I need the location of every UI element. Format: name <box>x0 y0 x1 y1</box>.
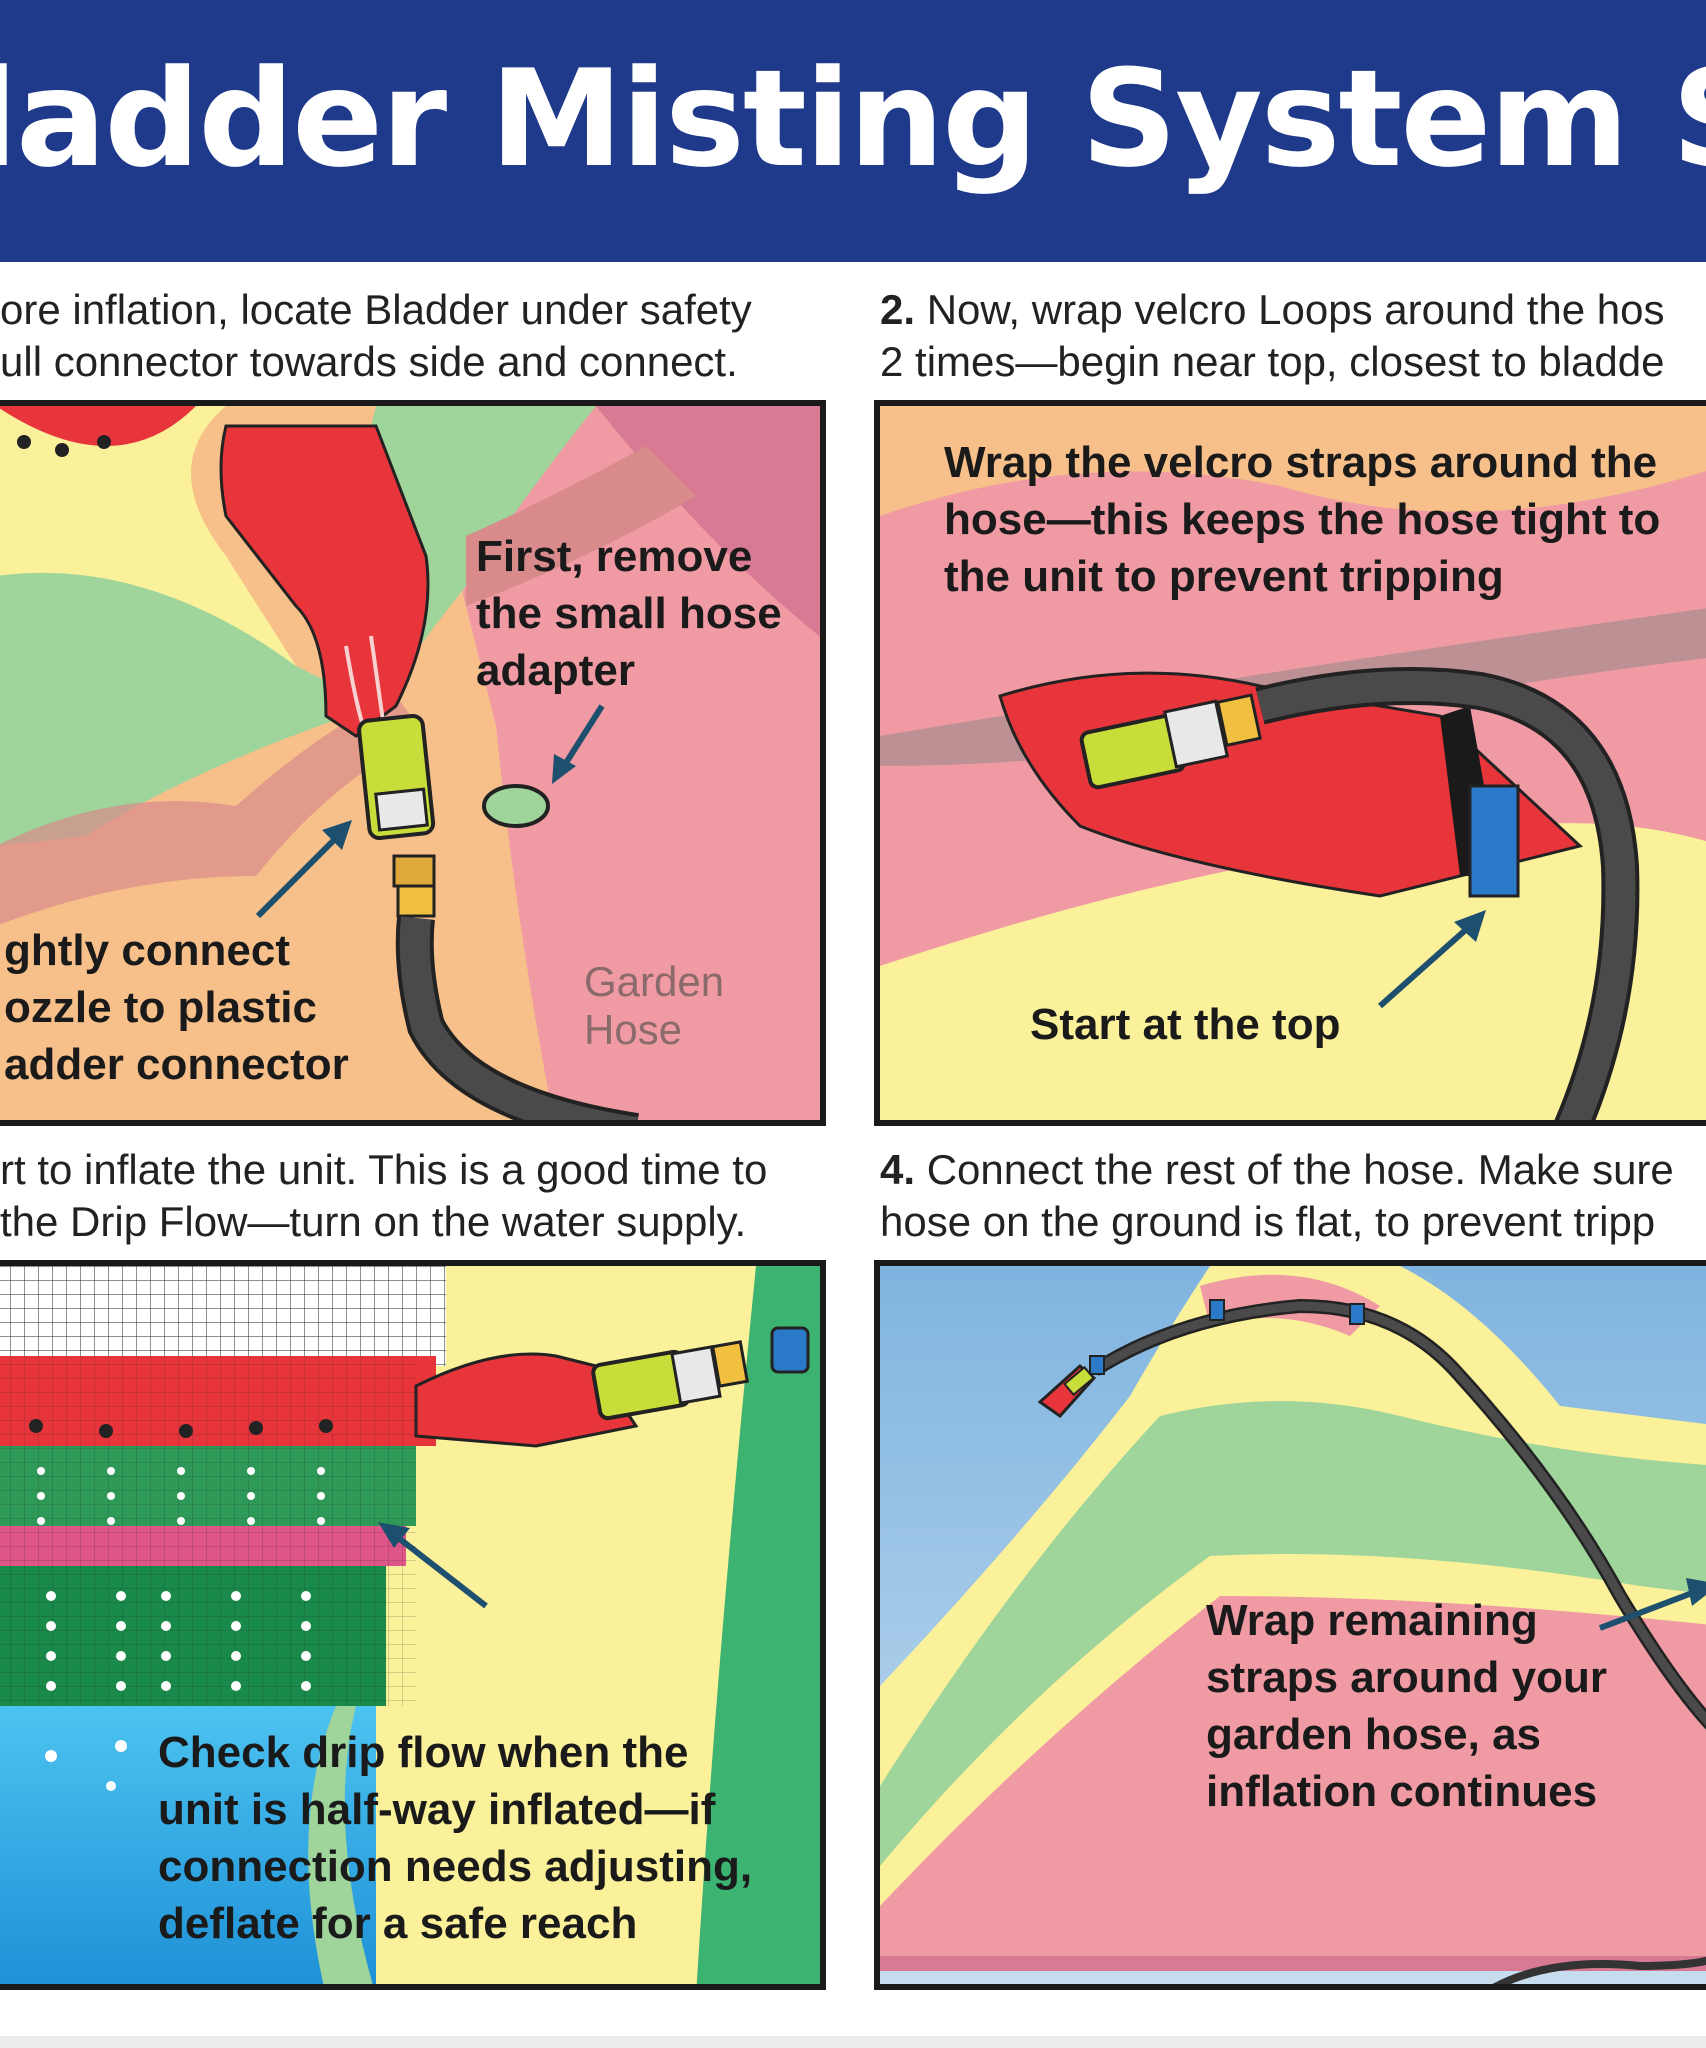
step2-number: 2. <box>880 286 916 333</box>
step4-caption-line1: 4. Connect the rest of the hose. Make su… <box>880 1144 1706 1196</box>
step3-caption-line2: the Drip Flow—turn on the water supply. <box>0 1198 747 1245</box>
step2-note-start-top: Start at the top <box>1030 1000 1341 1049</box>
step1-note-connect-line1: ghtly connect <box>4 926 291 975</box>
step1-note-remove-line3: adapter <box>476 646 635 695</box>
step3-note-line4: deflate for a safe reach <box>158 1899 638 1948</box>
step2-note-line3: the unit to prevent tripping <box>944 552 1504 601</box>
step4-illustration: Wrap remaining straps around your garden… <box>874 1260 1706 1990</box>
page-title: ladder Misting System Set-u <box>0 41 1706 197</box>
step3-note-check-drip: Check drip flow when the unit is half-wa… <box>158 1724 752 1952</box>
step1-caption-line2: ull connector towards side and connect. <box>0 338 738 385</box>
step3-drawing <box>0 1266 820 1984</box>
garden-hose-label-line2: Hose <box>584 1006 683 1053</box>
step2-note-line2: hose—this keeps the hose tight to <box>944 495 1661 544</box>
step4-caption: 4. Connect the rest of the hose. Make su… <box>880 1144 1706 1248</box>
step3-note-line3: connection needs adjusting, <box>158 1842 753 1891</box>
step2-caption-text1: Now, wrap velcro Loops around the hos <box>915 286 1665 333</box>
step3-note-line1: Check drip flow when the <box>158 1728 689 1777</box>
step1-caption-line1: ore inflation, locate Bladder under safe… <box>0 286 752 333</box>
step3-caption-line1: rt to inflate the unit. This is a good t… <box>0 1146 768 1193</box>
step1-caption: ore inflation, locate Bladder under safe… <box>0 284 820 388</box>
step1-note-remove-line2: the small hose <box>476 589 782 638</box>
step4-note-line4: inflation continues <box>1206 1767 1598 1816</box>
step4-caption-text1: Connect the rest of the hose. Make sure <box>915 1146 1674 1193</box>
step3-illustration: Check drip flow when the unit is half-wa… <box>0 1260 826 1990</box>
step4-note-line2: straps around your <box>1206 1653 1607 1702</box>
step1-note-remove-adapter: First, remove the small hose adapter <box>476 528 782 699</box>
garden-hose-label: Garden Hose <box>584 958 724 1054</box>
step1-note-connect-nozzle: ghtly connect ozzle to plastic adder con… <box>4 922 349 1093</box>
step2-note-line1: Wrap the velcro straps around the <box>944 438 1658 487</box>
step4-number: 4. <box>880 1146 916 1193</box>
page-footer-strip <box>0 2036 1706 2048</box>
step1-drawing <box>0 406 820 1120</box>
step1-note-remove-line1: First, remove <box>476 532 753 581</box>
step3-note-line2: unit is half-way inflated—if <box>158 1785 716 1834</box>
title-banner: ladder Misting System Set-u <box>0 0 1706 262</box>
step4-caption-line2: hose on the ground is flat, to prevent t… <box>880 1198 1656 1245</box>
step2-caption-line1: 2. Now, wrap velcro Loops around the hos <box>880 284 1706 336</box>
step1-note-connect-line3: adder connector <box>4 1040 349 1089</box>
step2-caption: 2. Now, wrap velcro Loops around the hos… <box>880 284 1706 388</box>
step3-caption: rt to inflate the unit. This is a good t… <box>0 1144 820 1248</box>
step1-note-connect-line2: ozzle to plastic <box>4 983 317 1032</box>
step4-note-wrap-remaining: Wrap remaining straps around your garden… <box>1206 1592 1607 1820</box>
step2-note-wrap-straps: Wrap the velcro straps around the hose—t… <box>944 434 1660 605</box>
step4-drawing <box>880 1266 1706 1984</box>
step2-drawing <box>880 406 1706 1120</box>
step1-illustration: First, remove the small hose adapter ght… <box>0 400 826 1126</box>
garden-hose-label-line1: Garden <box>584 958 725 1005</box>
step2-illustration: Wrap the velcro straps around the hose—t… <box>874 400 1706 1126</box>
step4-note-line1: Wrap remaining <box>1206 1596 1538 1645</box>
step2-caption-line2: 2 times—begin near top, closest to bladd… <box>880 338 1665 385</box>
step4-note-line3: garden hose, as <box>1206 1710 1542 1759</box>
